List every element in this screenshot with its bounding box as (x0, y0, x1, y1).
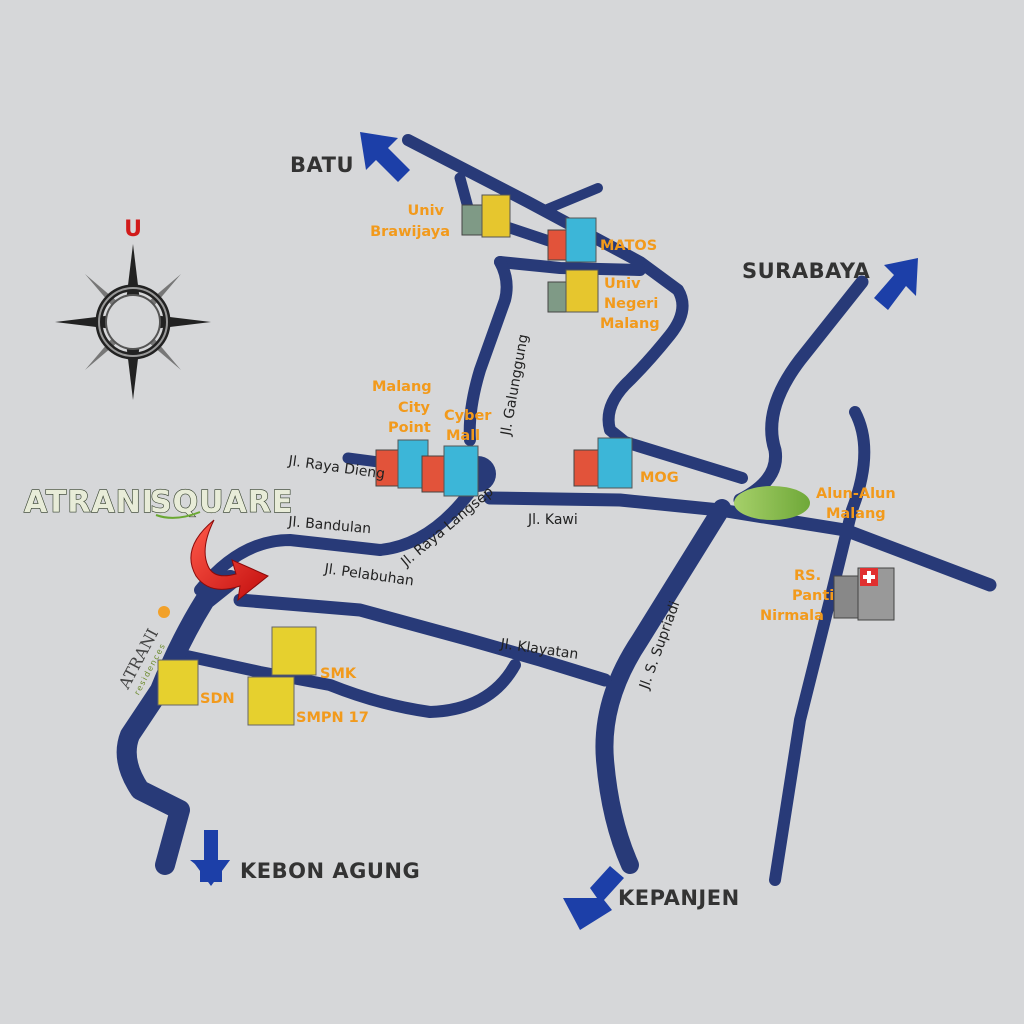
poi-smpn: SMPN 17 (296, 710, 369, 726)
logo-text-right: SQUARE (150, 485, 293, 520)
poi-line: Negeri (604, 296, 658, 312)
road-bandulan (194, 486, 476, 596)
road-batu-east (402, 134, 748, 484)
poi-line: Mall (446, 428, 480, 444)
building-icon (461, 204, 485, 236)
building-icon (271, 626, 317, 676)
poi-rs-panti: RS. Panti Nirmala (760, 568, 834, 624)
poi-line: Malang (826, 506, 886, 522)
poi-smk: SMK (320, 666, 357, 682)
road-negeri-link (494, 256, 646, 276)
road-spur-matos (540, 183, 603, 215)
compass-north-letter: U (124, 217, 142, 242)
residences-flower-icon (158, 606, 170, 618)
road-network (116, 134, 997, 886)
road-east (769, 406, 871, 886)
poi-univ-negeri: Univ Negeri Malang (600, 276, 660, 332)
poi-malang-city-point: Malang City Point (372, 379, 432, 436)
location-marker-arrow-icon (190, 519, 269, 602)
park-alun-alun (734, 486, 810, 520)
label-raya-langsep: Jl. Raya Langsep (398, 484, 497, 571)
label-pelabuhan: Jl. Pelabuhan (322, 561, 414, 590)
building-icon (573, 449, 601, 487)
building-icon (247, 676, 295, 726)
arrow-batu-icon (360, 132, 410, 182)
arrow-surabaya-icon (874, 258, 918, 310)
arrow-kepanjen-icon (563, 866, 624, 930)
poi-matos: MATOS (600, 238, 657, 254)
dest-batu: BATU (290, 153, 354, 177)
poi-alun-alun: Alun-Alun Malang (816, 486, 896, 522)
poi-line: Nirmala (760, 608, 824, 624)
poi-line: RS. (794, 568, 821, 584)
dest-kebon-agung: KEBON AGUNG (240, 859, 420, 883)
poi-line: City (398, 400, 431, 416)
poi-line: Panti (792, 588, 834, 604)
poi-line: Alun-Alun (816, 486, 896, 502)
poi-sdn: SDN (200, 691, 235, 707)
building-icon (597, 437, 633, 489)
logo-text-left: ATRANI (24, 485, 154, 520)
road-galunggung (463, 256, 513, 446)
building-icon (157, 659, 199, 706)
poi-mog: MOG (640, 470, 679, 486)
building-icon (565, 217, 597, 263)
atrani-square-logo: ATRANI SQUARE (23, 484, 293, 520)
building-icon (421, 455, 445, 493)
label-galunggung: Jl. Galunggung (498, 333, 532, 438)
compass-rose-icon (55, 244, 211, 400)
label-bandulan: Jl. Bandulan (287, 514, 372, 537)
poi-line: Malang (600, 316, 660, 332)
road-surabaya (733, 275, 869, 507)
poi-line: Malang (372, 379, 432, 395)
poi-line: Brawijaya (370, 224, 450, 240)
road-kebon-agung (116, 570, 240, 875)
building-icon (833, 575, 863, 619)
dest-surabaya: SURABAYA (742, 259, 871, 283)
road-sdn-loop (176, 649, 521, 718)
poi-cyber-mall: Cyber Mall (444, 408, 492, 444)
building-icon (443, 445, 479, 497)
road-supriadi (595, 499, 731, 874)
building-icon (375, 449, 401, 487)
building-icon (481, 194, 511, 238)
poi-univ-brawijaya: Univ Brawijaya (370, 203, 450, 240)
buildings (157, 194, 895, 726)
poi-line: Univ (407, 203, 444, 219)
poi-line: Cyber (444, 408, 492, 424)
poi-line: Point (388, 420, 431, 436)
building-icon (547, 229, 569, 261)
road-klayatan (233, 593, 612, 687)
dest-kepanjen: KEPANJEN (618, 886, 740, 910)
poi-line: Univ (604, 276, 641, 292)
building-icon (565, 269, 599, 313)
label-kawi: Jl. Kawi (527, 512, 578, 528)
arrow-down-kebon-icon (192, 830, 230, 886)
